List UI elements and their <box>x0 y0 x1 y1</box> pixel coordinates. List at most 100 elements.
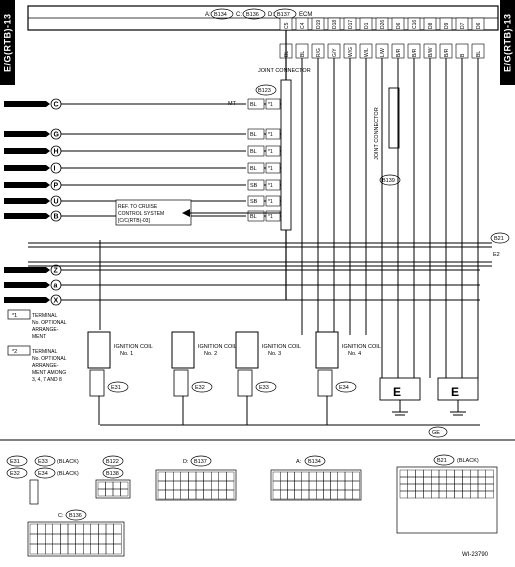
ignition-coil-4-body <box>315 331 339 369</box>
ecm-pin-8-box <box>391 17 405 31</box>
left-ref-wire-label-7: BL <box>250 214 257 220</box>
ecm-wire-6: W/L <box>364 48 370 57</box>
left-ref-arrow-2 <box>4 131 50 137</box>
left-ref-arrow-1 <box>4 101 50 107</box>
ecm-wire-7: L/W <box>380 48 386 57</box>
joint-connector-2-body <box>388 87 400 149</box>
left-ref-star-4: *1 <box>268 166 273 172</box>
ecm-wire-8: B/R <box>396 48 402 57</box>
conn-view-c-grid-cell <box>113 543 122 555</box>
ecm-wire-1: BL <box>284 51 290 57</box>
left-ref-star-3: *1 <box>268 149 273 155</box>
left-ref-label-6: E/G(RTB)-08 <box>8 199 35 204</box>
ecm-wire-11: B/R <box>444 48 450 57</box>
ignition-coil-4-lower <box>317 369 333 397</box>
ground-ref-letter-3: X <box>54 298 59 305</box>
ecm-pin-5: D17 <box>348 20 354 29</box>
ecm-pin-11-box <box>439 17 453 31</box>
ecm-label-c: C: <box>236 12 242 18</box>
left-ref-wire-label-5: SB <box>250 183 258 189</box>
left-ref-letter-badge-4 <box>50 162 62 174</box>
left-ref-star-5: *1 <box>268 183 273 189</box>
ignition-coil-3-label-2: No. 3 <box>268 351 281 357</box>
ignition-coil-4-conn: E34 <box>339 385 349 391</box>
conn-view-b122-badge <box>102 455 124 467</box>
ecm-pin-2: C4 <box>300 22 306 29</box>
legend-star-1-box <box>7 309 31 320</box>
ecm-pin-12: D7 <box>460 22 466 29</box>
ignition-coil-3-lower <box>237 369 253 397</box>
left-ref-arrow-5 <box>4 182 50 188</box>
ground-ref-arrow-1 <box>4 267 50 273</box>
ground-ref-letter-2: a <box>54 283 58 290</box>
conn-view-e33-color: (BLACK) <box>57 459 79 465</box>
ignition-coil-4-conn-badge <box>335 381 357 393</box>
ecm-wire-drops <box>99 58 479 378</box>
conn-view-e31: E31 <box>10 459 20 465</box>
cruise-ref-line-3: [C/C(RTB)-03] <box>118 218 150 224</box>
ground-ref-arrow-2 <box>4 282 50 288</box>
left-ref-wire-label-6: SB <box>250 199 258 205</box>
left-ref-arrow-4 <box>4 165 50 171</box>
ignition-coil-4-label-2: No. 4 <box>348 351 361 357</box>
ecm-pin-4: D18 <box>332 20 338 29</box>
conn-view-e31-badge <box>6 455 28 467</box>
ignition-coil-3-body <box>235 331 259 369</box>
side-tab-right: E/G(RTB)-13 <box>500 0 515 85</box>
left-ref-star-6: *1 <box>268 199 273 205</box>
ecm-pin-6-box <box>359 17 373 31</box>
joint-connector-2-label: JOINT CONNECTOR <box>374 107 380 160</box>
left-ref-star-box-7 <box>265 210 281 222</box>
ground-ref-label-3: E/G(RTB)-09 <box>8 298 35 303</box>
left-ref-label-1: E/G(RTB)-03 <box>8 102 35 107</box>
left-ref-star-box-5 <box>265 179 281 191</box>
cruise-ref-line-1: REF. TO CRUISE <box>118 204 158 210</box>
ground-e-glyph-1: E <box>393 385 401 399</box>
ecm-pin-6: D1 <box>364 22 370 29</box>
ecm-wire-2: BL <box>300 51 306 57</box>
left-ref-wire-label-4: BL <box>250 166 257 172</box>
ecm-label-a: A: <box>205 12 211 18</box>
left-ref-star-box-6 <box>265 195 281 207</box>
ignition-coil-3-conn-badge <box>255 381 277 393</box>
conn-view-d-conn-badge <box>190 455 212 467</box>
b21-label: B21 <box>494 236 504 242</box>
ignition-coil-2-lower <box>173 369 189 397</box>
conn-view-e34: E34 <box>38 471 48 477</box>
cruise-ref-text: REF. TO CRUISE CONTROL SYSTEM [C/C(RTB)-… <box>118 204 166 224</box>
ignition-coil-2-label-1: IGNITION COIL <box>198 344 237 350</box>
conn-view-c-conn-badge <box>65 509 87 521</box>
ecm-pin-3-box <box>311 17 325 31</box>
ecm-pin-13: D6 <box>476 22 482 29</box>
ignition-coil-2-conn: E32 <box>195 385 205 391</box>
ecm-pin-10-box <box>423 17 437 31</box>
ignition-coil-1-conn-badge <box>107 381 129 393</box>
left-ref-star-2: *1 <box>268 132 273 138</box>
legend-star-1: *1 <box>12 313 17 319</box>
joint-connector-2-conn: B139 <box>382 178 395 184</box>
mt-label: MT <box>228 101 237 107</box>
conn-view-b122-grid-cell <box>120 488 129 497</box>
conn-view-e34-color: (BLACK) <box>57 471 79 477</box>
conn-view-b21: B21 <box>437 458 447 464</box>
joint-connector-2-badge <box>379 174 401 186</box>
ground-ref-arrow-3 <box>4 297 50 303</box>
ecm-pin-4-box <box>327 17 341 31</box>
e2-label: E2 <box>493 252 500 258</box>
ecm-wire-12: B <box>460 53 466 57</box>
legend-star-2: *2 <box>12 349 17 355</box>
conn-view-e34-badge <box>34 467 56 479</box>
